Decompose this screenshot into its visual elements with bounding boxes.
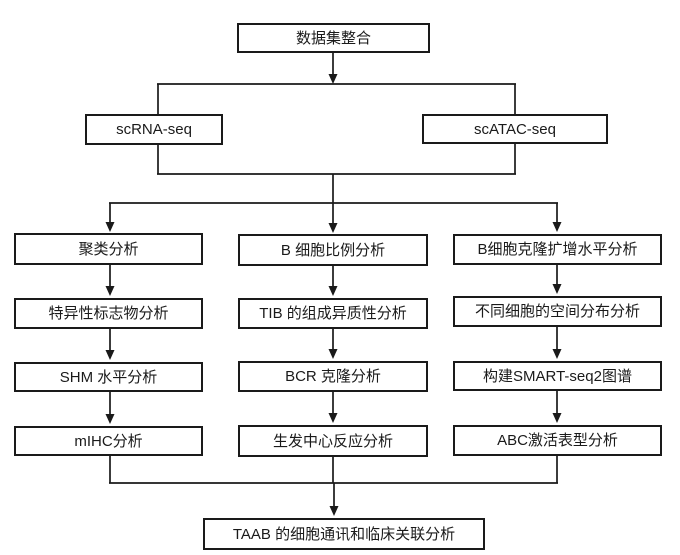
arrowhead-col2-entry (328, 223, 338, 233)
node-dataset-integration: 数据集整合 (237, 23, 430, 53)
node-scatac-seq: scATAC-seq (422, 114, 608, 144)
arrowhead-top (328, 74, 338, 84)
arrowhead-col2-b (328, 349, 338, 359)
node-taab-analysis: TAAB 的细胞通讯和临床关联分析 (203, 518, 485, 550)
arrowhead-col2-a (328, 286, 338, 296)
arrowhead-col2-c (328, 413, 338, 423)
node-tib-heterogeneity: TIB 的组成异质性分析 (238, 298, 428, 329)
arrowhead-col1-b (105, 350, 115, 360)
arrowhead-col3-b (552, 349, 562, 359)
node-specific-markers: 特异性标志物分析 (14, 298, 203, 329)
node-abc-activation: ABC激活表型分析 (453, 425, 662, 456)
node-bcr-clone: BCR 克隆分析 (238, 361, 428, 392)
arrowhead-col1-c (105, 414, 115, 424)
node-germinal-center: 生发中心反应分析 (238, 425, 428, 457)
arrowhead-taab (329, 506, 339, 516)
node-mihc: mIHC分析 (14, 426, 203, 456)
arrowhead-col1-entry (105, 222, 115, 232)
node-b-cell-ratio: B 细胞比例分析 (238, 234, 428, 266)
node-smart-seq2-atlas: 构建SMART-seq2图谱 (453, 361, 662, 391)
node-shm-level: SHM 水平分析 (14, 362, 203, 392)
node-clustering: 聚类分析 (14, 233, 203, 265)
node-spatial-distribution: 不同细胞的空间分布分析 (453, 296, 662, 327)
arrowhead-col1-a (105, 286, 115, 296)
node-scrna-seq: scRNA-seq (85, 114, 223, 145)
arrowhead-col3-a (552, 284, 562, 294)
arrowhead-col3-c (552, 413, 562, 423)
arrowhead-col3-entry (552, 222, 562, 232)
node-b-clonal-expansion: B细胞克隆扩增水平分析 (453, 234, 662, 265)
